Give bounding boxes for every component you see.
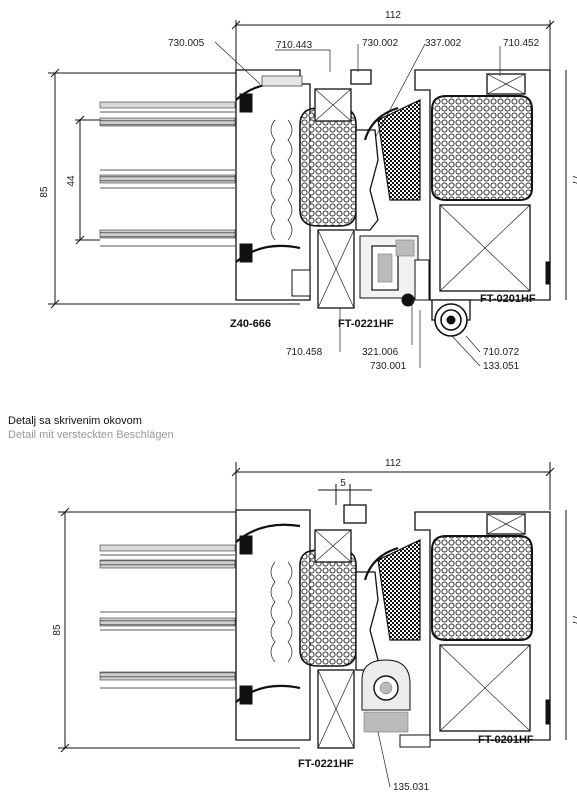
label-321-006: 321.006 bbox=[362, 347, 399, 358]
sash-profile-top bbox=[235, 69, 311, 301]
frame-profile-bottom bbox=[399, 511, 551, 748]
dimension-gap-bottom: 5 bbox=[318, 478, 372, 505]
label-710-443: 710.443 bbox=[276, 40, 313, 51]
label-337-002: 337.002 bbox=[425, 38, 462, 49]
thermal-core-sash-top bbox=[299, 107, 357, 227]
label-ft-0201hf-bottom: FT-0201HF bbox=[478, 734, 534, 746]
thermal-core-sash-bottom bbox=[299, 549, 357, 667]
callout-710-072: 710.072 bbox=[465, 335, 520, 358]
thermal-break-mesh-top bbox=[363, 99, 421, 201]
callout-133-051: 133.051 bbox=[451, 335, 520, 372]
section-drawing-top: 112 85 44 77 bbox=[39, 10, 577, 372]
label-710-072: 710.072 bbox=[483, 347, 520, 358]
label-730-002: 730.002 bbox=[362, 38, 399, 49]
sash-profile-bottom bbox=[235, 509, 311, 741]
connector-blocks-bottom bbox=[314, 504, 367, 749]
dim-side-label: 77 bbox=[570, 174, 577, 186]
label-ft-0201hf-top: FT-0201HF bbox=[480, 293, 536, 305]
label-710-458: 710.458 bbox=[286, 347, 323, 358]
label-730-001: 730.001 bbox=[370, 361, 407, 372]
caption-subtitle: Detail mit versteckten Beschlägen bbox=[8, 429, 174, 441]
label-135-031: 135.031 bbox=[393, 782, 430, 793]
callout-135-031: 135.031 bbox=[377, 731, 430, 793]
callout-730-002: 730.002 bbox=[357, 38, 399, 72]
section-drawing-bottom: 112 5 85 77 bbox=[52, 458, 577, 793]
dim-width-label-bottom: 112 bbox=[385, 458, 401, 469]
callout-337-002: 337.002 bbox=[374, 38, 462, 139]
dim-glass-label: 44 bbox=[66, 175, 77, 187]
hidden-hardware-bottom bbox=[355, 571, 411, 733]
caption-title: Detalj sa skrivenim okovom bbox=[8, 415, 142, 427]
frame-profile-top bbox=[414, 69, 551, 301]
dim-width-label: 112 bbox=[385, 10, 401, 21]
dimension-width-bottom: 112 bbox=[231, 458, 555, 510]
dim-height-label: 85 bbox=[39, 186, 50, 198]
label-ft-0221hf-bottom: FT-0221HF bbox=[298, 758, 354, 770]
callout-321-006: 321.006 bbox=[362, 300, 413, 358]
label-133-051: 133.051 bbox=[483, 361, 520, 372]
label-z40-666: Z40-666 bbox=[230, 318, 271, 330]
thermal-break-mesh-bottom bbox=[363, 539, 421, 641]
dimension-glass-top: 44 bbox=[66, 115, 100, 245]
callout-730-001: 730.001 bbox=[370, 310, 421, 372]
roller-133-051 bbox=[431, 299, 471, 337]
label-710-452: 710.452 bbox=[503, 38, 540, 49]
dim-side-label-bottom: 77 bbox=[570, 614, 577, 626]
label-ft-0221hf-top: FT-0221HF bbox=[338, 318, 394, 330]
callout-710-458: 710.458 bbox=[286, 308, 341, 358]
callout-710-443: 710.443 bbox=[275, 40, 331, 72]
dim-height-label-bottom: 85 bbox=[52, 624, 63, 636]
hardware-area-top bbox=[355, 129, 419, 307]
label-730-005: 730.005 bbox=[168, 38, 205, 49]
callout-710-452: 710.452 bbox=[499, 38, 540, 76]
dim-gap-label: 5 bbox=[340, 478, 346, 489]
connector-blocks-top bbox=[314, 69, 372, 309]
callout-730-005: 730.005 bbox=[168, 38, 261, 85]
